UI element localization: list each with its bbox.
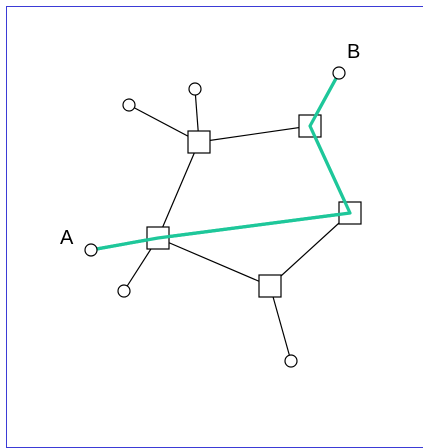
link-router3-router5 [157, 237, 271, 287]
link-host4-router5 [269, 285, 292, 362]
label-destination: B [347, 41, 360, 63]
host-node-a [84, 243, 98, 257]
host-node [284, 354, 298, 368]
link-router4-router5 [269, 212, 351, 287]
link-router1-router2 [198, 125, 311, 143]
host-node [188, 82, 202, 96]
host-node [122, 98, 136, 112]
host-node [117, 284, 131, 298]
router-node [187, 130, 211, 154]
router-node [258, 274, 282, 298]
link-host1-router1 [128, 104, 200, 143]
label-source: A [60, 227, 74, 249]
routers [146, 114, 362, 298]
link-router1-router3 [157, 141, 200, 239]
hosts [84, 66, 346, 368]
highlighted-route-overlay [89, 71, 352, 252]
host-node-b [332, 66, 346, 80]
network-links [123, 88, 351, 362]
